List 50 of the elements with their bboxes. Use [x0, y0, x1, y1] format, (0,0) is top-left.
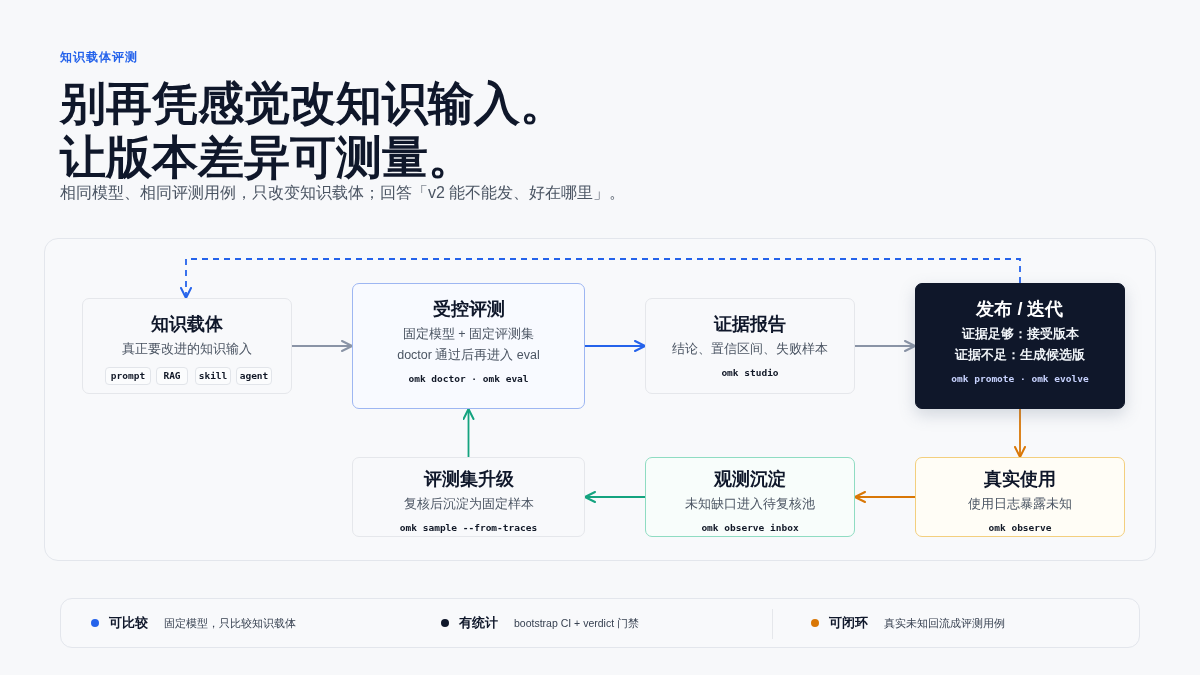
arrow	[854, 340, 916, 352]
highlighted-box	[915, 283, 1125, 409]
box-description: 未知缺口进入待复核池	[685, 496, 815, 512]
legend-description: 真实未知回流成评测用例	[884, 616, 1005, 631]
arrow	[854, 491, 916, 503]
command-text: omk studio	[721, 366, 779, 380]
process-box	[352, 283, 585, 409]
command-text: omk observe inbox	[701, 521, 799, 535]
arrow	[291, 340, 353, 352]
process-box	[352, 457, 585, 537]
command-text: omk sample --from-traces	[399, 521, 538, 535]
box-title: 观测沉淀	[714, 468, 786, 490]
process-box	[915, 457, 1125, 537]
tag-chip: prompt	[105, 367, 151, 385]
box-description: 证据不足：生成候选版	[955, 347, 1085, 363]
legend-description: bootstrap CI + verdict 门禁	[514, 616, 639, 631]
process-box	[82, 298, 292, 394]
box-description: 固定模型 + 固定评测集	[402, 326, 535, 342]
legend-label: 可闭环	[829, 614, 868, 632]
box-title: 受控评测	[432, 298, 505, 320]
process-box	[645, 457, 855, 537]
arrow	[462, 408, 475, 458]
box-title: 评测集升级	[423, 468, 514, 490]
legend-label: 有统计	[459, 614, 498, 632]
box-title: 真实使用	[984, 468, 1056, 490]
arrow	[584, 491, 646, 503]
arrow	[1014, 408, 1026, 458]
tag-chip: RAG	[156, 367, 188, 385]
command-text: omk promote · omk evolve	[951, 372, 1089, 386]
box-description: 结论、置信区间、失败样本	[672, 341, 828, 357]
box-title: 发布 / 迭代	[976, 298, 1064, 320]
box-description: 证据足够：接受版本	[961, 326, 1079, 342]
command-text: omk observe	[988, 521, 1052, 535]
process-box	[645, 298, 855, 394]
legend-description: 固定模型，只比较知识载体	[164, 616, 296, 631]
title: 别再凭感觉改知识输入。让版本差异可测量。	[60, 76, 567, 184]
arrow	[180, 258, 1021, 299]
box-title: 知识载体	[151, 313, 223, 335]
box-title: 证据报告	[714, 313, 786, 335]
subtitle: 相同模型、相同评测用例，只改变知识载体；回答「v2 能不能发、好在哪里」。	[60, 183, 626, 203]
tag-chip: skill	[195, 367, 231, 385]
eyebrow-text: 知识载体评测	[60, 49, 138, 66]
tag-chip: agent	[236, 367, 272, 385]
box-description: 真正要改进的知识输入	[122, 341, 252, 357]
box-description: doctor 通过后再进入 eval	[397, 347, 540, 363]
arrow	[584, 340, 646, 352]
command-text: omk doctor · omk eval	[408, 372, 529, 386]
box-description: 使用日志暴露未知	[968, 496, 1072, 512]
box-description: 复核后沉淀为固定样本	[403, 496, 534, 512]
legend-label: 可比较	[109, 614, 148, 632]
